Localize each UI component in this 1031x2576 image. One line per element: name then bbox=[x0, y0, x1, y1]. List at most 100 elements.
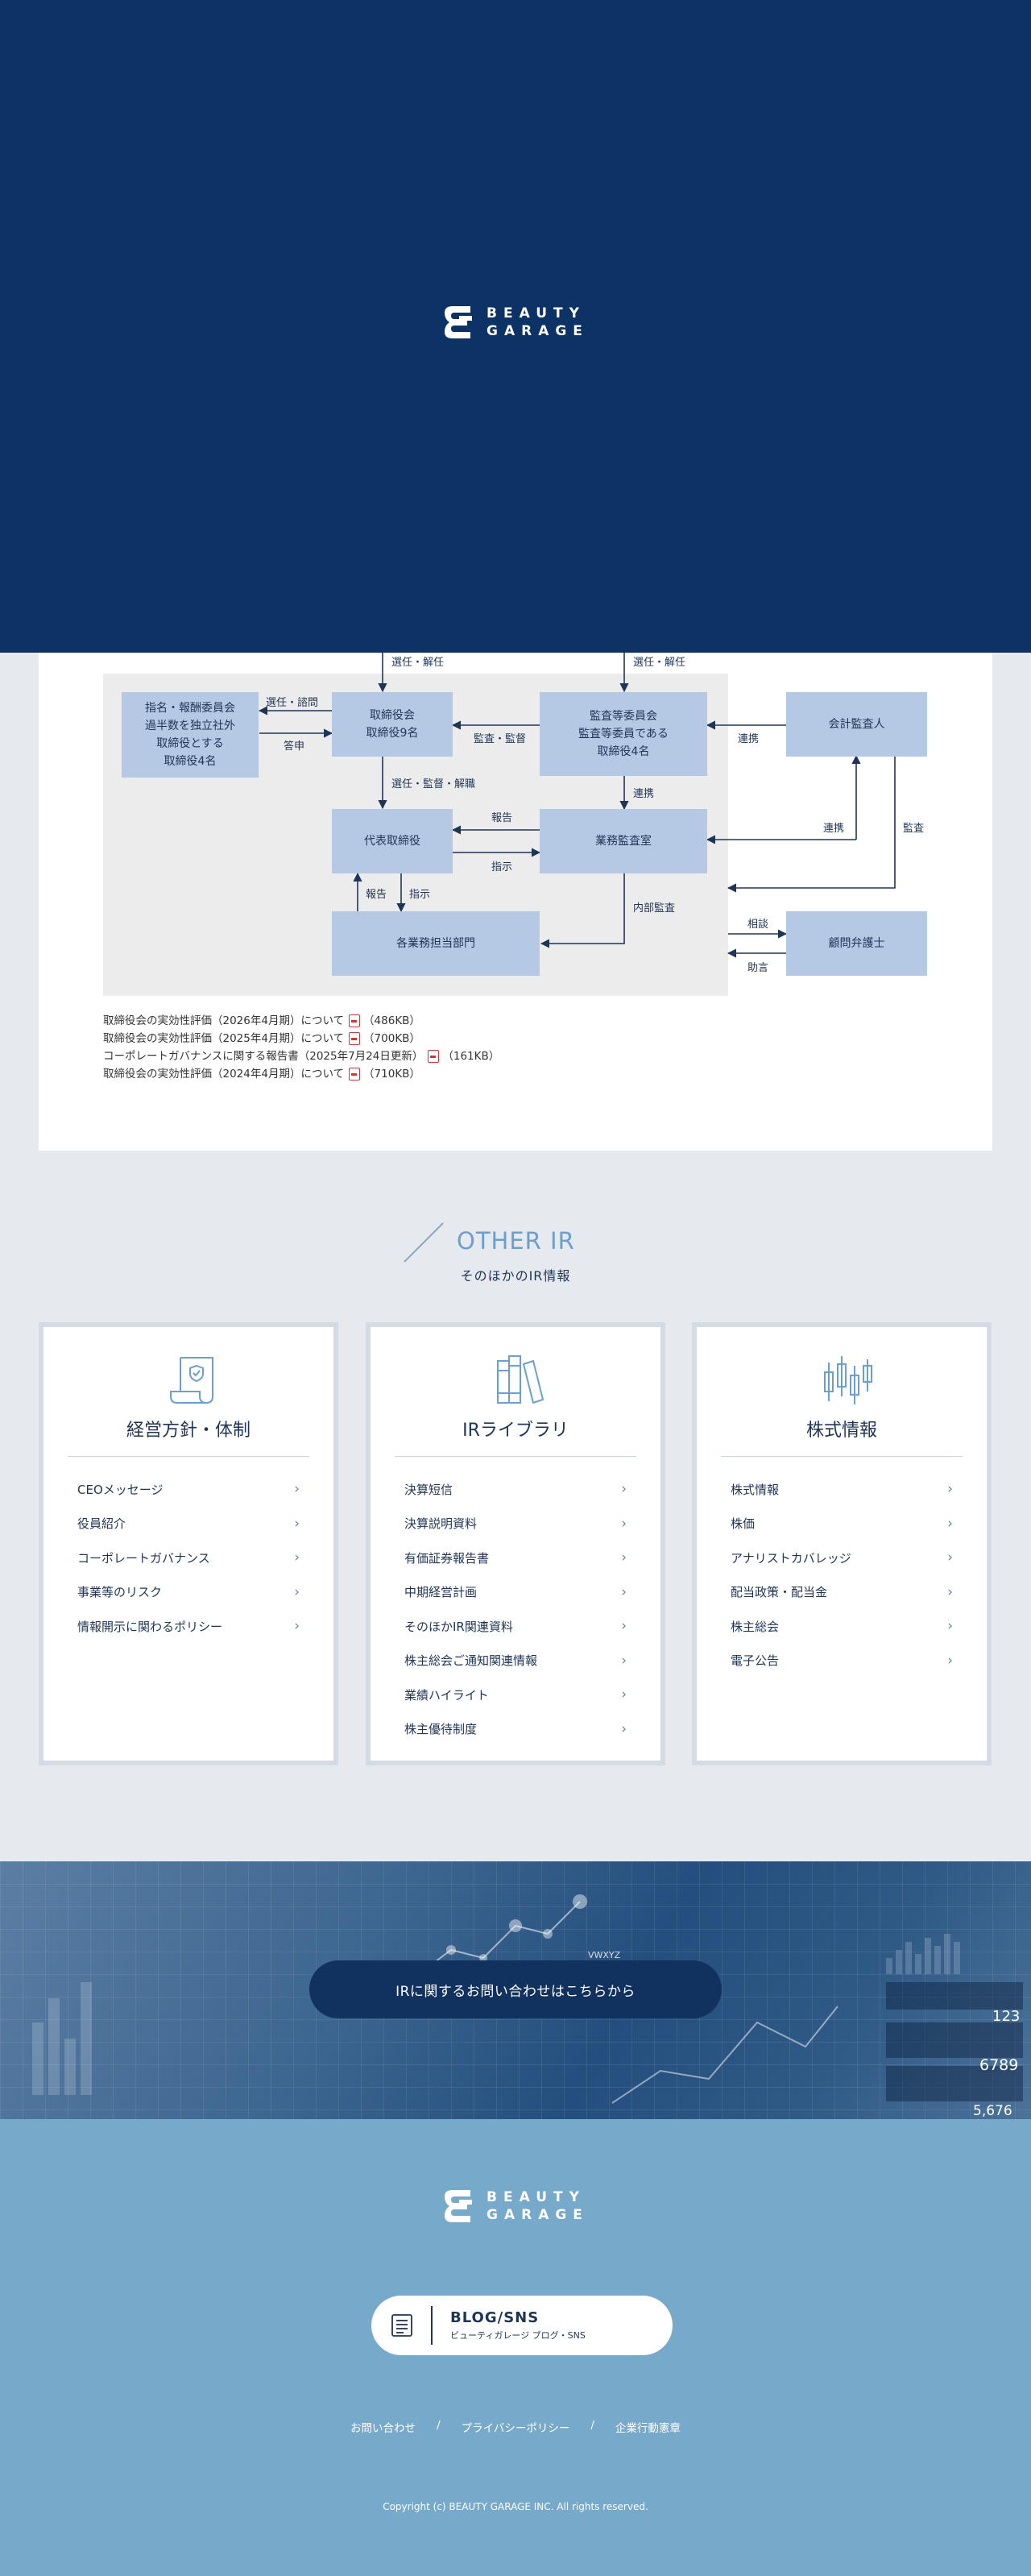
nomination-committee-box: 指名・報酬委員会 過半数を独立社外 取締役とする 取締役4名 bbox=[122, 692, 259, 778]
banner-text-1: VWXYZ bbox=[588, 1950, 621, 1960]
chevron-right-icon: › bbox=[947, 1515, 953, 1532]
label-audit-supervise: 監査・監督 bbox=[474, 733, 527, 745]
org-chart-connectors bbox=[258, 653, 896, 958]
audit-committee-box: 監査等委員会 監査等委員である 取締役4名 bbox=[540, 692, 707, 776]
chevron-right-icon: › bbox=[947, 1583, 953, 1600]
footer-links: お問い合わせ / プライバシーポリシー / 企業行動憲章 bbox=[0, 2419, 1031, 2435]
link-item[interactable]: 業績ハイライト› bbox=[404, 1686, 627, 1703]
label-coop-1: 連携 bbox=[738, 733, 760, 745]
beauty-garage-logo-icon bbox=[445, 306, 472, 338]
chevron-right-icon: › bbox=[294, 1583, 300, 1600]
chevron-right-icon: › bbox=[621, 1549, 627, 1566]
label-internal-audit: 内部監査 bbox=[633, 902, 676, 915]
banner-text-4: 5,676 bbox=[973, 2103, 1012, 2119]
chevron-right-icon: › bbox=[621, 1583, 627, 1600]
chevron-right-icon: › bbox=[621, 1652, 627, 1669]
footer-link-contact[interactable]: お問い合わせ bbox=[350, 2422, 416, 2435]
ceo-box: 代表取締役 bbox=[332, 809, 453, 873]
label-answer: 答申 bbox=[284, 740, 305, 753]
chevron-right-icon: › bbox=[621, 1686, 627, 1703]
label-report-1: 報告 bbox=[491, 812, 513, 824]
blog-sns-button[interactable]: BLOG/SNS ビューティガレージ ブログ・SNS bbox=[371, 2296, 673, 2355]
accounting-auditor-box: 会計監査人 bbox=[786, 692, 927, 757]
link-item[interactable]: 中期経営計画› bbox=[404, 1583, 627, 1600]
label-report-2: 報告 bbox=[366, 889, 387, 901]
link-item[interactable]: 電子公告› bbox=[731, 1652, 953, 1669]
logo-text: BEAUTY GARAGE bbox=[487, 305, 589, 339]
link-item[interactable]: 配当政策・配当金› bbox=[731, 1583, 953, 1600]
banner-text-3: 6789 bbox=[979, 2056, 1019, 2074]
banner-text-2: 123 bbox=[992, 2008, 1021, 2025]
link-item[interactable]: 株主総会ご通知関連情報› bbox=[404, 1652, 627, 1669]
departments-box: 各業務担当部門 bbox=[332, 911, 540, 976]
label-instruct-2: 指示 bbox=[409, 889, 431, 901]
chevron-right-icon: › bbox=[294, 1549, 300, 1566]
ir-card-policy: 経営方針・体制 CEOメッセージ› 役員紹介› コーポレートガバナンス› 事業等… bbox=[39, 1322, 338, 1765]
label-advice-request: 相談 bbox=[747, 919, 769, 931]
hero-logo[interactable]: BEAUTY GARAGE bbox=[440, 303, 589, 342]
link-item[interactable]: 株主総会› bbox=[731, 1618, 953, 1635]
chevron-right-icon: › bbox=[947, 1481, 953, 1498]
link-item[interactable]: CEOメッセージ› bbox=[77, 1481, 300, 1498]
doc-link[interactable]: 取締役会の実効性評価（2026年4月期）について（486KB） bbox=[103, 1014, 420, 1027]
link-item[interactable]: 役員紹介› bbox=[77, 1515, 300, 1532]
link-item[interactable]: そのほかIR関連資料› bbox=[404, 1618, 627, 1635]
chevron-right-icon: › bbox=[621, 1720, 627, 1737]
doc-link[interactable]: 取締役会の実効性評価（2024年4月期）について（710KB） bbox=[103, 1068, 420, 1081]
label-advice: 助言 bbox=[747, 962, 769, 974]
board-box: 取締役会 取締役9名 bbox=[332, 692, 453, 757]
link-item[interactable]: 事業等のリスク› bbox=[77, 1583, 300, 1600]
link-item[interactable]: アナリストカバレッジ› bbox=[731, 1549, 953, 1566]
chevron-right-icon: › bbox=[294, 1481, 300, 1498]
pdf-icon bbox=[428, 1050, 440, 1063]
legal-advisor-box: 顧問弁護士 bbox=[786, 911, 927, 976]
link-item[interactable]: 決算短信› bbox=[404, 1481, 627, 1498]
copyright: Copyright (c) BEAUTY GARAGE INC. All rig… bbox=[383, 2501, 648, 2512]
policy-scroll-icon bbox=[170, 1357, 213, 1404]
pdf-icon bbox=[349, 1032, 361, 1045]
document-icon bbox=[391, 2314, 412, 2337]
chevron-right-icon: › bbox=[621, 1515, 627, 1532]
footer-logo[interactable]: BEAUTY GARAGE bbox=[440, 2187, 589, 2225]
doc-link[interactable]: コーポレートガバナンスに関する報告書（2025年7月24日更新）（161KB） bbox=[103, 1050, 500, 1063]
ir-card-library: IRライブラリ 決算短信› 決算説明資料› 有価証券報告書› 中期経営計画› そ… bbox=[366, 1322, 665, 1765]
link-item[interactable]: コーポレートガバナンス› bbox=[77, 1549, 300, 1566]
link-item[interactable]: 情報開示に関わるポリシー› bbox=[77, 1618, 300, 1635]
chevron-right-icon: › bbox=[947, 1618, 953, 1635]
link-item[interactable]: 決算説明資料› bbox=[404, 1515, 627, 1532]
label-coop-3: 連携 bbox=[823, 823, 845, 835]
footer-link-code-of-conduct[interactable]: 企業行動憲章 bbox=[615, 2422, 681, 2435]
doc-link[interactable]: 取締役会の実効性評価（2025年4月期）について（700KB） bbox=[103, 1032, 420, 1045]
chevron-right-icon: › bbox=[947, 1549, 953, 1566]
link-item[interactable]: 株主優待制度› bbox=[404, 1720, 627, 1737]
label-audit: 監査 bbox=[903, 823, 925, 835]
footer-link-separator: / bbox=[590, 2419, 594, 2432]
label-instruct-1: 指示 bbox=[491, 861, 513, 873]
governance-documents: 取締役会の実効性評価（2026年4月期）について（486KB） 取締役会の実効性… bbox=[103, 1012, 499, 1083]
label-coop-2: 連携 bbox=[633, 788, 655, 800]
footer-link-privacy[interactable]: プライバシーポリシー bbox=[461, 2422, 570, 2435]
blog-title: BLOG/SNS bbox=[450, 2309, 540, 2326]
hero-section bbox=[0, 0, 1031, 653]
candlestick-chart-icon bbox=[824, 1356, 872, 1404]
chevron-right-icon: › bbox=[947, 1652, 953, 1669]
link-item[interactable]: 有価証券報告書› bbox=[404, 1549, 627, 1566]
library-books-icon bbox=[497, 1355, 544, 1404]
chevron-right-icon: › bbox=[294, 1515, 300, 1532]
title-slash-decoration bbox=[404, 1222, 444, 1263]
other-ir-title: OTHER IR bbox=[457, 1227, 575, 1255]
link-item[interactable]: 株式情報› bbox=[731, 1481, 953, 1498]
ir-contact-button[interactable]: IRに関するお問い合わせはこちらから bbox=[309, 1960, 722, 2018]
beauty-garage-logo-icon bbox=[445, 2190, 472, 2222]
other-ir-subtitle: そのほかのIR情報 bbox=[460, 1268, 571, 1284]
pdf-icon bbox=[349, 1014, 361, 1027]
link-item[interactable]: 株価› bbox=[731, 1515, 953, 1532]
footer-link-separator: / bbox=[437, 2419, 441, 2432]
label-elect-supervise: 選任・監督・解職 bbox=[391, 778, 476, 790]
chevron-right-icon: › bbox=[294, 1618, 300, 1635]
internal-audit-box: 業務監査室 bbox=[540, 809, 707, 873]
chevron-right-icon: › bbox=[621, 1481, 627, 1498]
pdf-icon bbox=[349, 1068, 361, 1081]
ir-card-stock: 株式情報 株式情報› 株価› アナリストカバレッジ› 配当政策・配当金› 株主総… bbox=[692, 1322, 992, 1765]
label-elect-1: 選任・解任 bbox=[391, 657, 445, 669]
